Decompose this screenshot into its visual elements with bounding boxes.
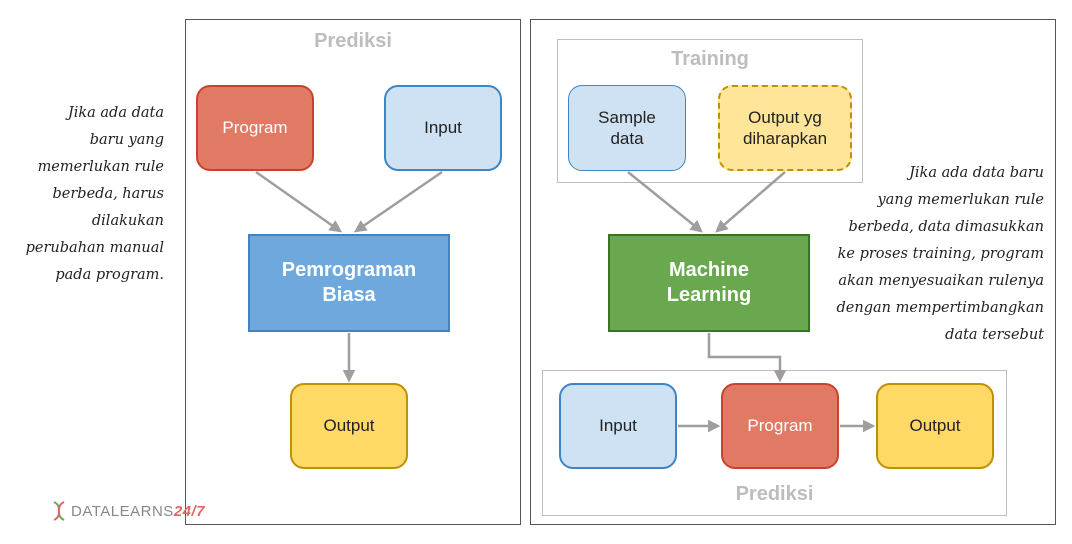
left-note-line: baru yang xyxy=(89,132,164,148)
right-note-line: ke proses training, program xyxy=(837,246,1044,262)
arrow-program-to-center xyxy=(255,170,343,233)
expected-output-line: Output yg xyxy=(748,107,822,127)
machine-learning-line: Learning xyxy=(666,284,752,306)
traditional-programming-line: Biasa xyxy=(322,284,376,306)
ml-input-node: Input xyxy=(559,383,677,469)
sample-data-line: Sample xyxy=(598,107,656,127)
left-note-line: perubahan manual xyxy=(25,240,164,256)
traditional-programming-node: Pemrograman Biasa xyxy=(248,234,450,332)
left-annotation: Jika ada data baru yang memerlukan rule … xyxy=(8,100,164,289)
arrow-ml-to-program xyxy=(707,333,787,383)
machine-learning-node: Machine Learning xyxy=(608,234,810,332)
left-note-line: pada program. xyxy=(55,267,164,283)
right-annotation: Jika ada data baru yang memerlukan rule … xyxy=(822,160,1044,349)
right-note-line: dengan mempertimbangkan xyxy=(836,300,1044,316)
machine-learning-line: Machine xyxy=(668,259,750,281)
left-panel-title: Prediksi xyxy=(314,30,392,52)
logo-accent-text: 24/7 xyxy=(173,502,206,520)
dna-logo-icon xyxy=(53,501,65,521)
arrow-input-to-center xyxy=(353,170,443,233)
ml-output-node: Output xyxy=(876,383,994,469)
expected-output-line: diharapkan xyxy=(742,129,828,148)
sample-data-line: data xyxy=(610,129,644,148)
program-node: Program xyxy=(196,85,314,171)
sample-data-node: Sample data xyxy=(568,85,686,171)
left-note-line: berbeda, harus xyxy=(52,186,165,202)
right-note-line: data tersebut xyxy=(945,327,1044,343)
left-note-line: memerlukan rule xyxy=(37,159,164,175)
right-note-line: yang memerlukan rule xyxy=(877,192,1044,208)
right-note-line: Jika ada data baru xyxy=(909,165,1044,181)
right-note-line: akan menyesuaikan rulenya xyxy=(838,273,1044,289)
arrow-sample-to-ml xyxy=(627,171,703,233)
output-node: Output xyxy=(290,383,408,469)
traditional-programming-line: Pemrograman xyxy=(281,259,417,281)
datalearns-logo: DATALEARNS 24/7 xyxy=(50,500,205,522)
training-title: Training xyxy=(671,48,749,70)
left-note-line: dilakukan xyxy=(91,213,164,229)
ml-program-node: Program xyxy=(721,383,839,469)
arrow-expected-to-ml xyxy=(715,171,786,233)
right-note-line: berbeda, data dimasukkan xyxy=(848,219,1044,235)
expected-output-node: Output yg diharapkan xyxy=(718,85,852,171)
logo-main-text: DATALEARNS xyxy=(71,502,174,520)
left-note-line: Jika ada data xyxy=(67,105,164,121)
prediction-title: Prediksi xyxy=(735,483,814,505)
input-node: Input xyxy=(384,85,502,171)
